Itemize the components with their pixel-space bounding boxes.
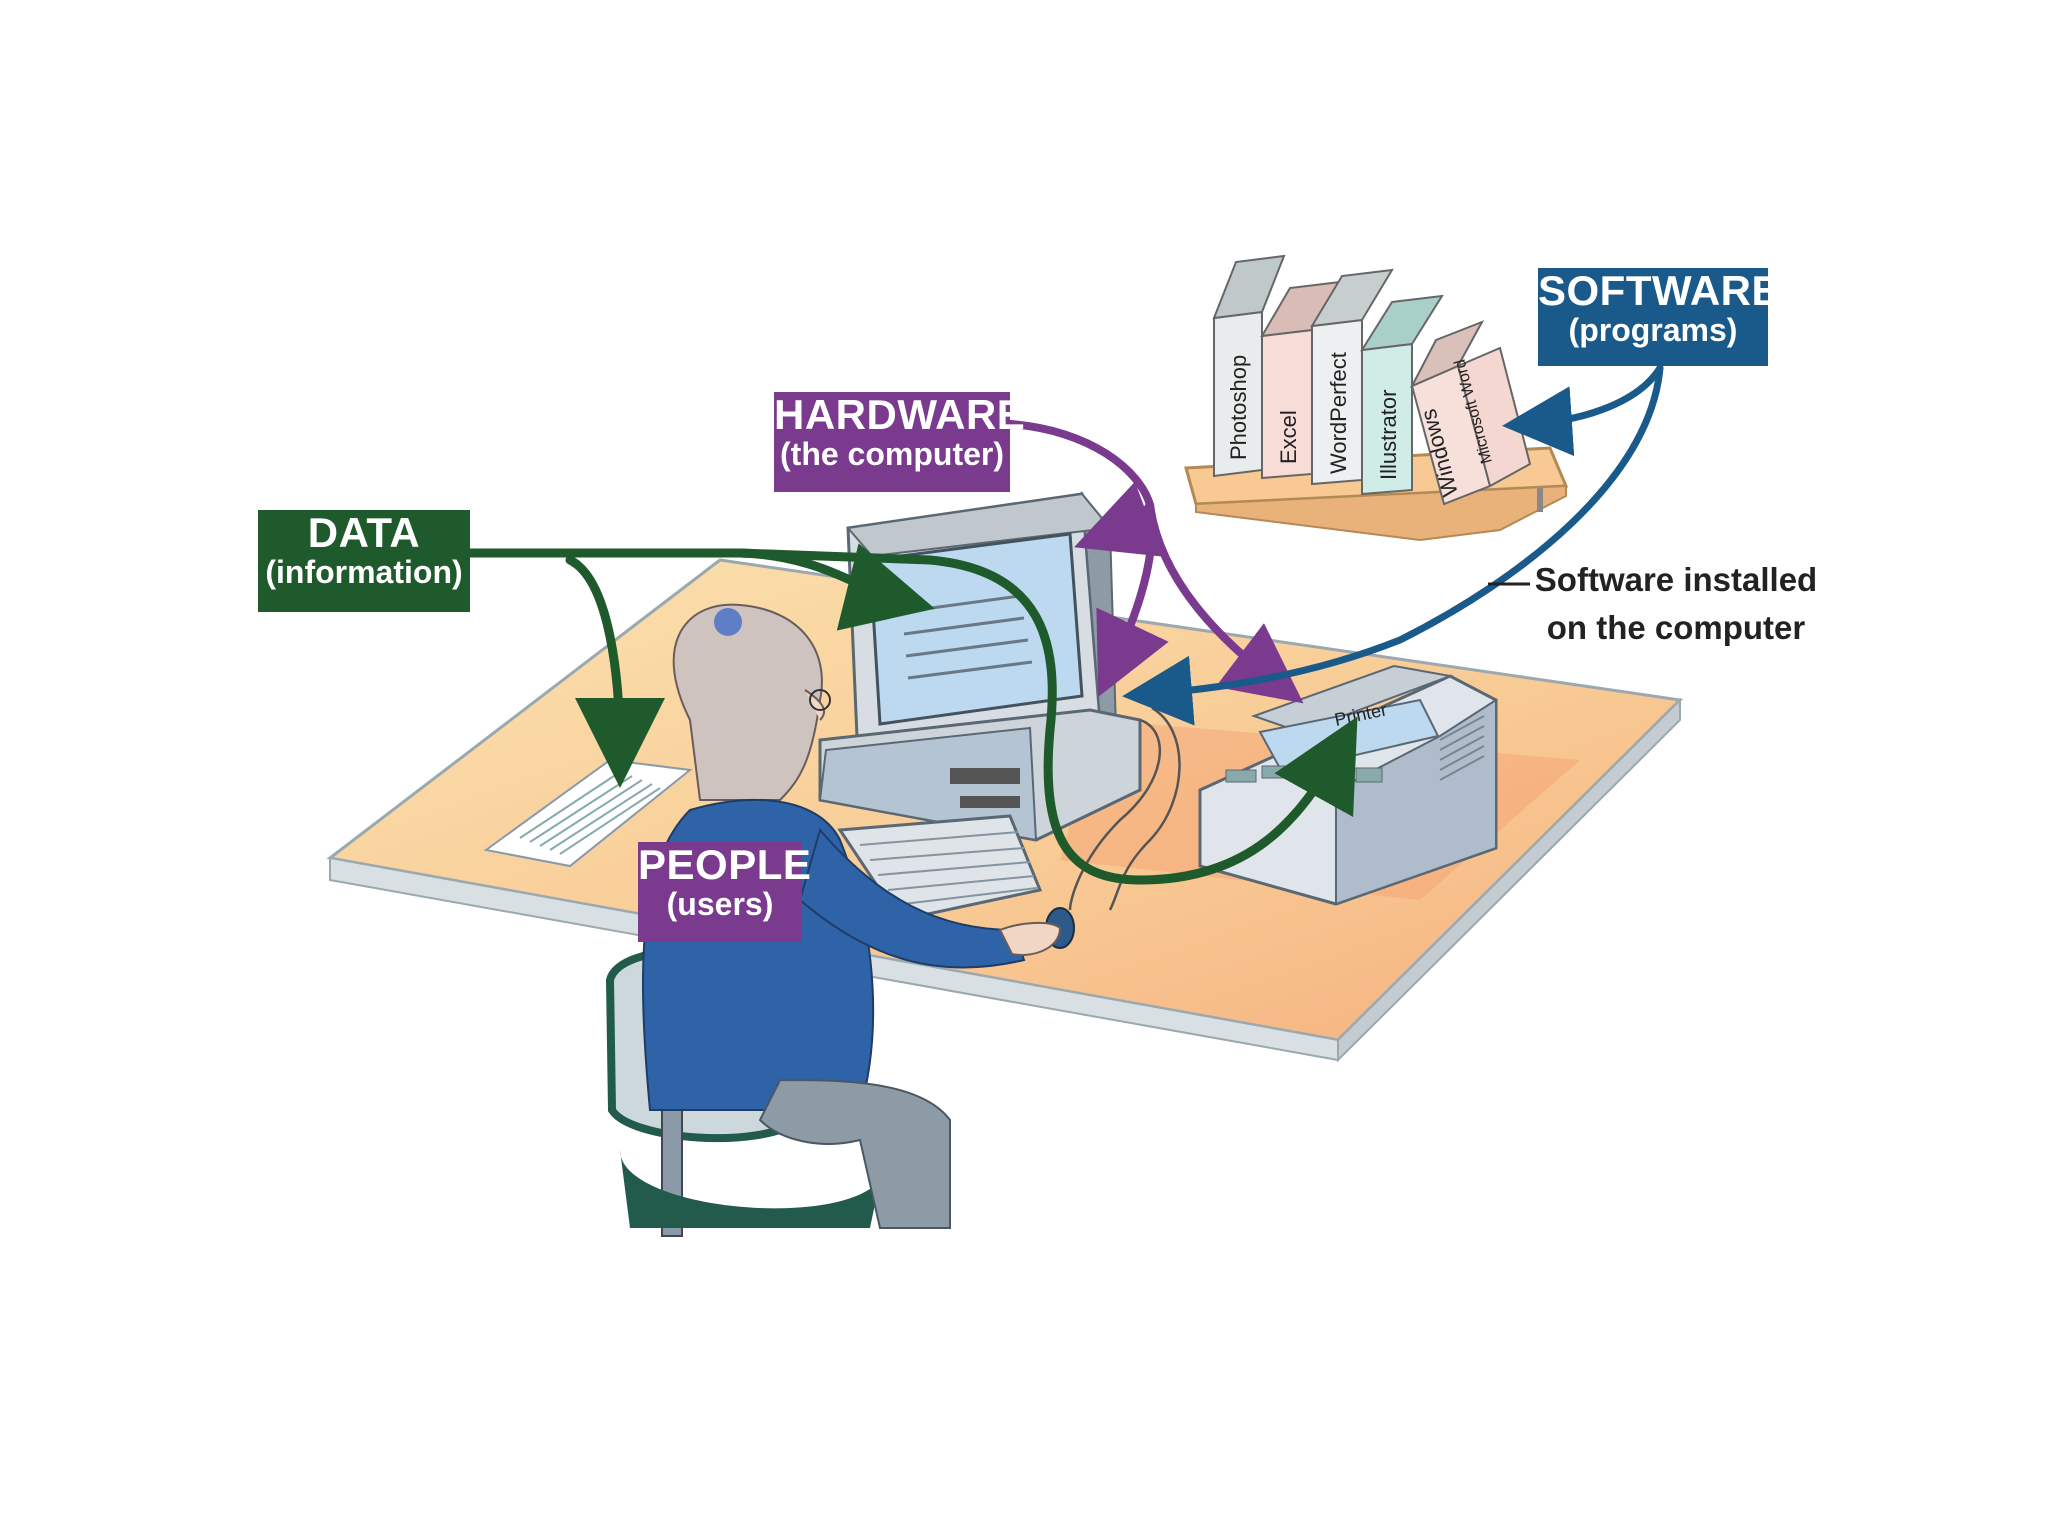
software-arrow-to-books [1502, 364, 1664, 457]
hardware-arrow-to-printer [1146, 501, 1304, 704]
cables [1068, 706, 1181, 911]
software-installed-annotation: Software installed on the computer [1526, 556, 1826, 652]
software-label: SOFTWARE (programs) [1538, 267, 1780, 366]
software-label-title: SOFTWARE [1538, 267, 1780, 314]
hardware-label-subtitle: (the computer) [780, 436, 1004, 473]
books: Photoshop Excel WordPerfect Illustrator … [1212, 254, 1532, 506]
annotation-line-1: Software installed [1534, 561, 1818, 598]
people-label-subtitle: (users) [666, 886, 774, 923]
disk-drive-slot [950, 768, 1020, 784]
hardware-arrow-to-monitor [1006, 420, 1163, 557]
data-arrow-to-printer [735, 548, 1358, 885]
software-arrows [1122, 364, 1664, 726]
software-arrow-to-computer [1122, 364, 1664, 726]
data-label-title: DATA [307, 509, 421, 556]
people-label-title: PEOPLE [638, 841, 812, 888]
data-arrow-to-paper [565, 555, 665, 788]
hardware-label-title: HARDWARE [774, 391, 1026, 438]
people-label: PEOPLE (users) [638, 841, 812, 942]
book-title-excel: Excel [1276, 410, 1301, 464]
computer-base-unit [818, 708, 1142, 842]
book-illustrator: Illustrator [1360, 294, 1444, 496]
hardware-arrows [1006, 420, 1304, 704]
data-label: DATA (information) [258, 510, 470, 612]
software-label-subtitle: (programs) [1568, 312, 1738, 349]
book-title-illustrator: Illustrator [1376, 390, 1401, 480]
annotation-line-2: on the computer [1546, 608, 1806, 646]
hardware-label: HARDWARE (the computer) [774, 391, 1026, 492]
book-title-photoshop: Photoshop [1226, 355, 1251, 460]
person-user [642, 603, 1062, 1229]
book-title-wordperfect: WordPerfect [1326, 352, 1351, 474]
data-label-subtitle: (information) [265, 554, 463, 591]
data-arrows [465, 543, 1358, 885]
book-wordperfect: WordPerfect [1310, 268, 1394, 486]
